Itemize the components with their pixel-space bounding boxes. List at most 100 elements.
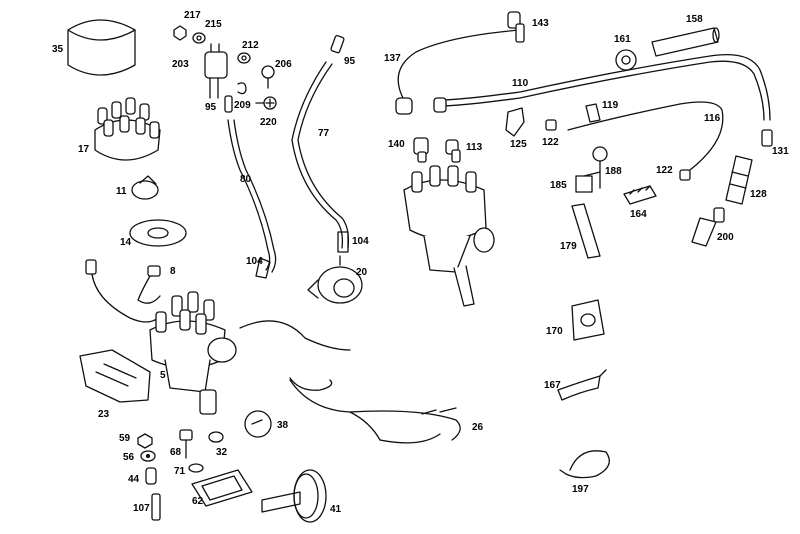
label-20: 20 [356, 267, 368, 278]
label-122b: 122 [656, 165, 673, 176]
part-203-switch [204, 43, 228, 99]
label-95a: 95 [205, 102, 217, 113]
label-170: 170 [546, 326, 563, 337]
label-137: 137 [384, 53, 401, 64]
label-62: 62 [192, 496, 204, 507]
part-95-hose-b [330, 35, 345, 54]
part-26-wire-harness [289, 377, 461, 444]
part-38-clip [244, 410, 272, 438]
part-104-hose-end-b [337, 231, 349, 253]
label-44: 44 [128, 474, 140, 485]
label-23: 23 [98, 409, 110, 420]
label-143: 143 [532, 18, 549, 29]
label-206: 206 [275, 59, 292, 70]
label-220: 220 [260, 117, 277, 128]
part-23-bracket [79, 349, 151, 403]
part-68-bolt [179, 429, 193, 459]
part-164-terminal-block [623, 185, 657, 205]
label-17: 17 [78, 144, 90, 155]
part-140-plug-boot [413, 137, 429, 163]
label-179: 179 [560, 241, 577, 252]
part-167-clip [557, 369, 607, 401]
part-161-grommet [615, 49, 637, 71]
part-56-washer [140, 450, 156, 462]
part-212-washer [237, 52, 251, 64]
part-197-cable-tie [559, 450, 610, 479]
part-110-ignition-lead [433, 53, 771, 121]
part-131-connector [761, 129, 773, 147]
label-209: 209 [234, 100, 251, 111]
label-203: 203 [172, 59, 189, 70]
label-59: 59 [119, 433, 131, 444]
label-95b: 95 [344, 56, 356, 67]
label-128: 128 [750, 189, 767, 200]
part-215-washer [192, 32, 206, 44]
part-179-plate [571, 203, 601, 259]
label-185: 185 [550, 180, 567, 191]
label-158: 158 [686, 14, 703, 25]
part-206-screw [261, 65, 275, 89]
label-217: 217 [184, 10, 201, 21]
label-14: 14 [120, 237, 132, 248]
label-104a: 104 [246, 256, 263, 267]
label-104b: 104 [352, 236, 369, 247]
part-113-plug-boot [445, 139, 461, 163]
label-125: 125 [510, 139, 527, 150]
part-119-clip [585, 103, 601, 123]
label-56: 56 [123, 452, 135, 463]
part-77-vacuum-hose [291, 61, 350, 249]
part-labels: 35 217 215 212 203 206 209 220 95 95 77 … [52, 10, 789, 515]
label-110: 110 [512, 78, 529, 89]
label-197: 197 [572, 484, 589, 495]
part-170-bracket [571, 299, 605, 341]
part-104-hose-end-a [255, 257, 271, 279]
part-80-vacuum-hose [227, 119, 277, 273]
part-17-distributor-cap [94, 97, 161, 161]
label-26: 26 [472, 422, 484, 433]
part-107-pin [151, 493, 161, 521]
part-209-clip [237, 82, 247, 95]
part-128-plug-boot [725, 155, 753, 205]
distributor-assembly-view [403, 165, 495, 307]
label-77: 77 [318, 128, 330, 139]
label-107: 107 [133, 503, 150, 514]
label-38: 38 [277, 420, 289, 431]
part-41-drive-gear [261, 469, 327, 523]
part-188-connector [592, 146, 608, 173]
label-140: 140 [388, 139, 405, 150]
label-215: 215 [205, 19, 222, 30]
part-32-washer [208, 431, 224, 443]
part-71-washer [188, 463, 204, 473]
label-200: 200 [717, 232, 734, 243]
label-71: 71 [174, 466, 186, 477]
part-59-nut [137, 433, 153, 449]
part-20-vacuum-unit [307, 255, 363, 304]
part-116-ignition-lead [567, 101, 724, 171]
part-220-screw [255, 96, 277, 110]
part-185-clamp [575, 171, 601, 193]
part-137-ignition-lead [395, 29, 521, 115]
part-62-gasket [191, 469, 253, 507]
label-164: 164 [630, 209, 647, 220]
label-131: 131 [772, 146, 789, 157]
label-122a: 122 [542, 137, 559, 148]
part-125-elbow [505, 107, 525, 137]
part-143-plug-boot [507, 11, 525, 43]
part-5-distributor [149, 291, 351, 415]
label-11: 11 [116, 186, 127, 197]
label-5: 5 [160, 370, 166, 381]
label-167: 167 [544, 380, 561, 391]
part-35-cap-cover [67, 19, 136, 76]
label-35: 35 [52, 44, 64, 55]
part-14-dust-cover [129, 219, 187, 247]
label-212: 212 [242, 40, 259, 51]
part-158-sleeve [651, 27, 720, 57]
part-11-rotor [131, 175, 159, 200]
part-95-hose-a [224, 95, 233, 113]
part-122-cap-a [545, 119, 557, 131]
label-80: 80 [240, 174, 252, 185]
part-200-spark-plug [691, 207, 725, 247]
label-68: 68 [170, 447, 182, 458]
